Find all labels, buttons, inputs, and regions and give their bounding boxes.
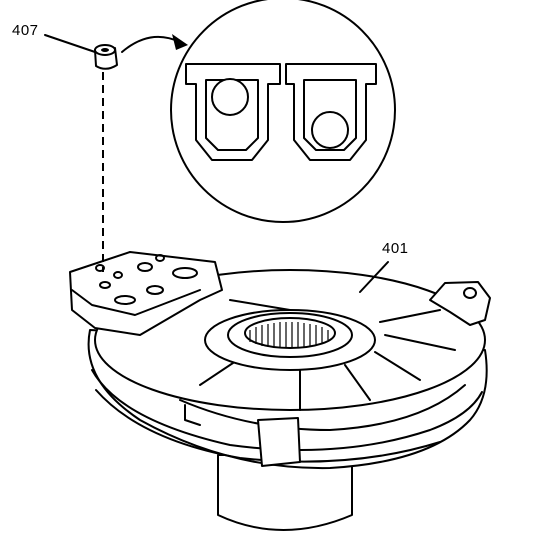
- zoom-arrow: [121, 35, 181, 53]
- front-lug: [257, 417, 301, 467]
- detail-ball-right: [311, 111, 349, 149]
- spline-teeth: [249, 322, 329, 348]
- check-ball-407: [44, 34, 188, 272]
- valve-plate: [69, 251, 223, 336]
- detail-circle: [170, 0, 396, 223]
- callout-401: 401: [382, 240, 409, 257]
- stator-shaft: [217, 454, 353, 531]
- detail-ball-left: [211, 78, 249, 116]
- leader-407: [44, 34, 96, 53]
- pump-body: [87, 269, 491, 531]
- leader-401: [359, 261, 389, 293]
- detail-magnifier: [170, 0, 396, 223]
- callout-407: 407: [12, 22, 39, 39]
